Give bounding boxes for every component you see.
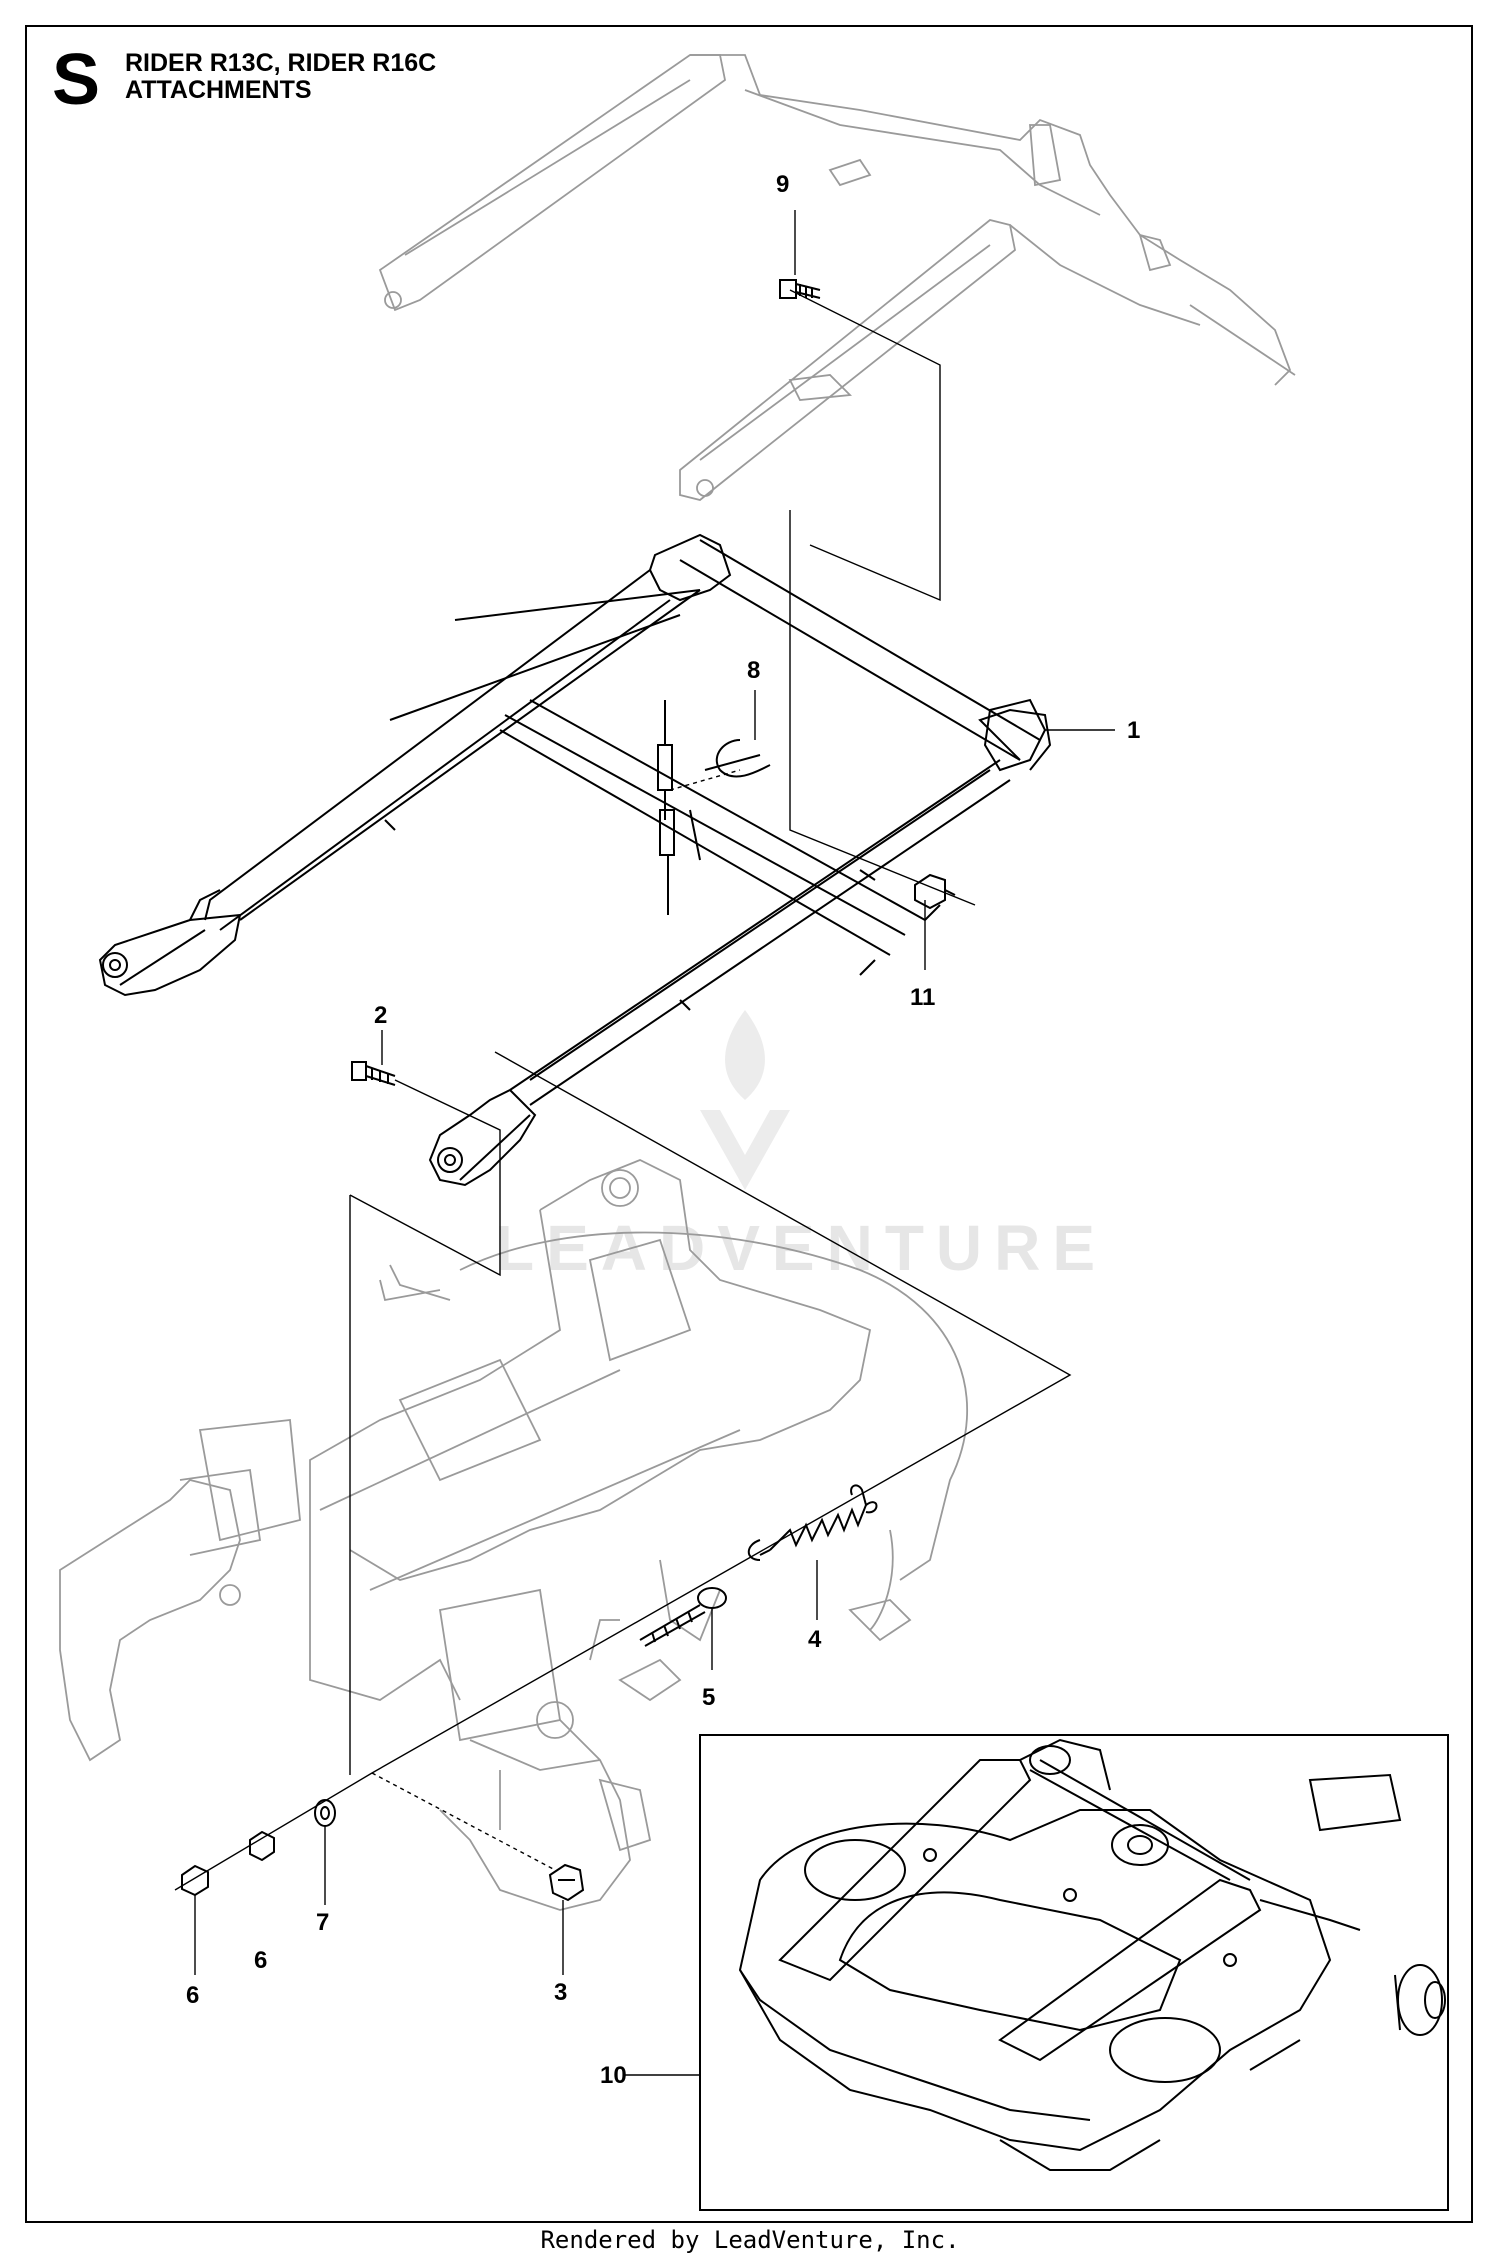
part-4-spring: [747, 1484, 878, 1561]
leader-lines: [194, 210, 1115, 2076]
part-8-hairpin-clip: [657, 700, 771, 915]
part-5-eyebolt: [639, 1587, 727, 1647]
callout-6-a: 6: [254, 1947, 267, 1974]
part-2-bolt: [351, 1061, 396, 1086]
part-3-nut: [548, 1863, 585, 1902]
part-6-nut-upper: [249, 1830, 275, 1862]
callout-10: 9: [776, 171, 789, 198]
section-letter: S: [52, 40, 101, 120]
watermark: LEADVENTURE: [495, 1010, 1107, 1284]
callout-6-b: 6: [186, 1982, 199, 2009]
callout-11: 11: [910, 984, 935, 1011]
part-7-washer: [314, 1799, 336, 1827]
watermark-v-icon: [700, 1110, 790, 1190]
diagram-frame: [25, 25, 1473, 2223]
part-9-mower-deck-inset: [699, 1734, 1449, 2211]
callout-5: 5: [702, 1684, 715, 1711]
part-11-nut: [914, 873, 956, 910]
ghost-lift-arm-assembly: [378, 54, 1296, 501]
diagram-title: RIDER R13C, RIDER R16C ATTACHMENTS: [125, 50, 436, 104]
title-line-2: ATTACHMENTS: [125, 76, 312, 104]
part-1-lift-frame: [98, 533, 1052, 1187]
callout-9: 10: [600, 2062, 627, 2089]
part-6-nut-lower: [181, 1864, 209, 1897]
title-line-1: RIDER R13C, RIDER R16C: [125, 49, 437, 77]
callout-1: 1: [1127, 717, 1140, 744]
part-10-bolt: [779, 279, 821, 299]
callout-8: 8: [747, 657, 760, 684]
watermark-flame-icon: [725, 1010, 765, 1100]
ghost-tractor-frame: [59, 1159, 969, 1911]
assembly-reference-lines: [349, 289, 976, 1775]
watermark-text: LEADVENTURE: [495, 1212, 1107, 1284]
callout-2: 2: [374, 1002, 387, 1029]
hardware-axis-dashed: [371, 1772, 556, 1871]
footer-credit: Rendered by LeadVenture, Inc.: [540, 2226, 960, 2254]
hardware-axis-line: [174, 1051, 1072, 1891]
callout-4: 4: [808, 1626, 822, 1653]
callout-7: 7: [316, 1909, 329, 1936]
callout-3: 3: [554, 1979, 567, 2006]
